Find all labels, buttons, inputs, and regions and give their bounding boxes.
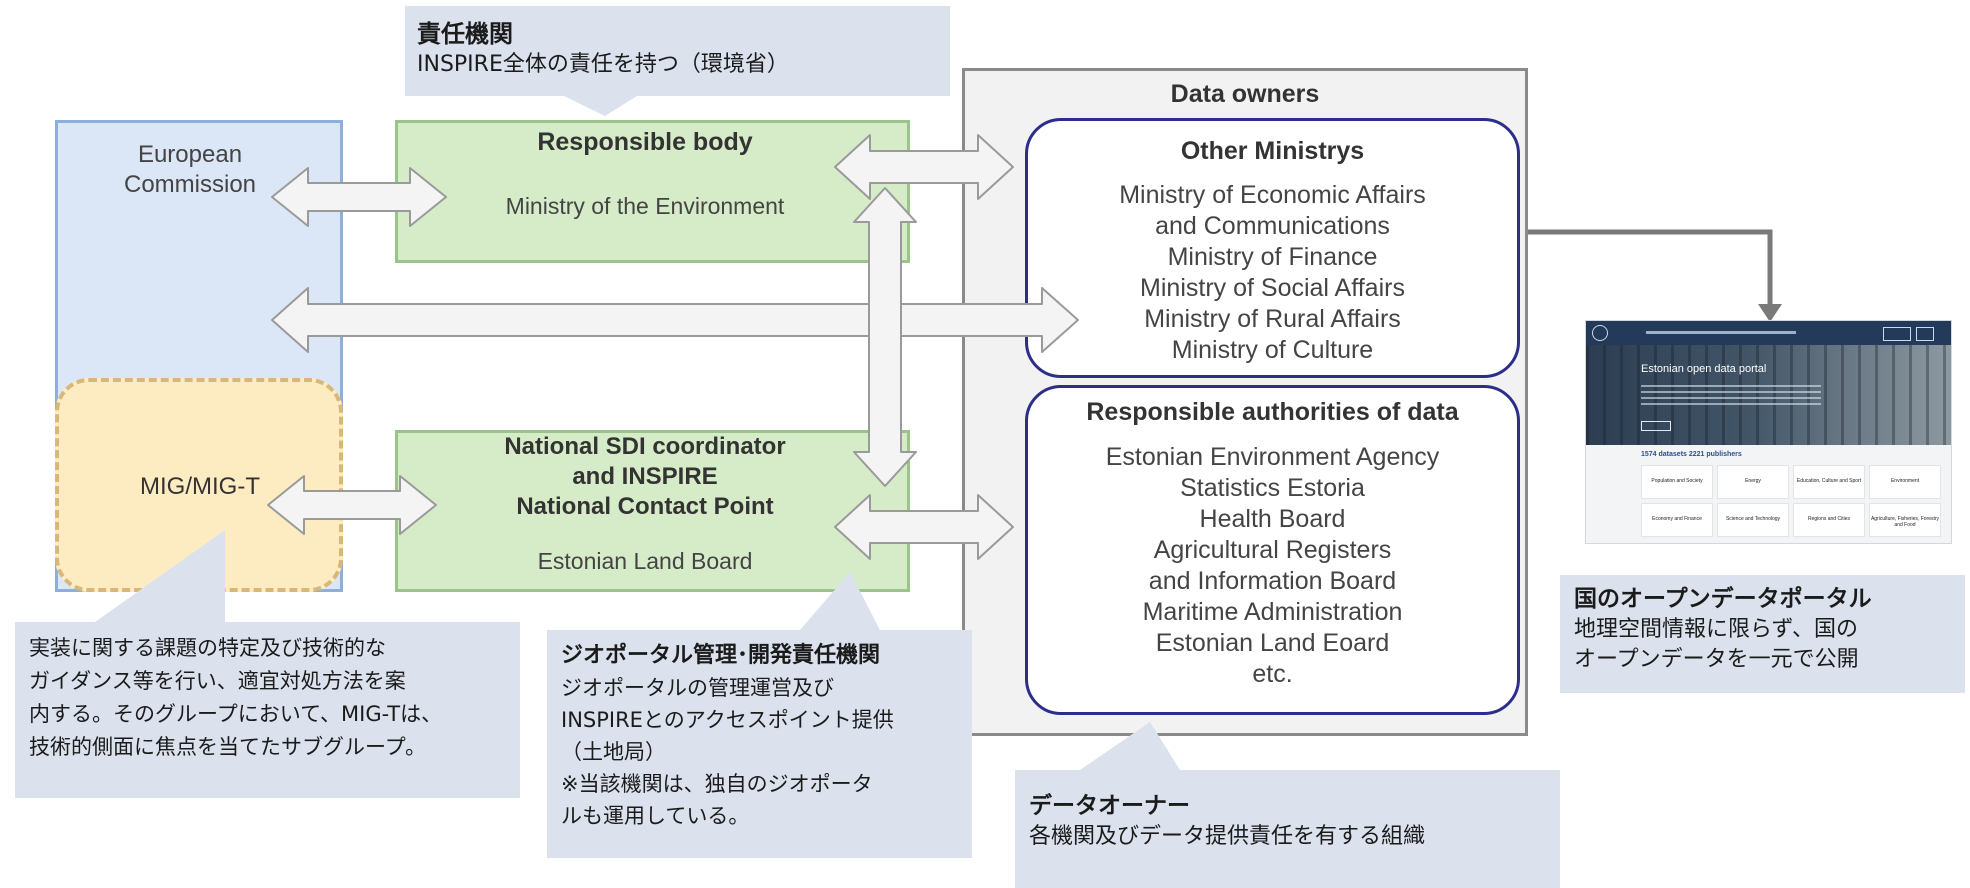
double-arrow-responsible-ministries [834,134,1014,200]
callout-responsible-body: 責任機関 INSPIRE全体の責任を持つ（環境省） [405,6,950,96]
ministry-item: Ministry of Rural Affairs [1144,305,1401,333]
portal-category-card: Science and Technology [1717,503,1789,537]
sdi-coordinator-name: Estonian Land Board [537,548,753,574]
callout-text: 地理空間情報に限らず、国の オープンデータを一元で公開 [1574,617,1859,672]
other-ministries-title: Other Ministrys [1180,137,1365,165]
callout-text: 実装に関する課題の特定及び技術的な ガイダンス等を行い、適宜対処方法を案 内する… [29,636,443,759]
authority-item: Estonian Land Eoard [1155,629,1390,657]
responsible-authorities-box [1025,385,1520,715]
portal-nav-links [1646,331,1796,334]
connector-to-portal [1528,229,1773,306]
callout-mig: 実装に関する課題の特定及び技術的な ガイダンス等を行い、適宜対処方法を案 内する… [15,622,520,798]
portal-hero: Estonian open data portal [1586,345,1951,445]
portal-category-card: Economy and Finance [1641,503,1713,537]
open-data-portal-thumbnail: Estonian open data portal 1574 datasets … [1585,320,1952,544]
other-ministries-box [1025,118,1520,378]
responsible-authorities-title: Responsible authorities of data [1086,398,1459,426]
authority-item: etc. [1252,660,1293,688]
portal-category-card: Environment [1869,465,1941,499]
callout-heading: 国のオープンデータポータル [1574,586,1872,612]
double-arrow-ec-dataowners [271,287,1079,353]
double-arrow-mig-sdi [267,475,437,535]
double-arrow-vertical [853,187,917,487]
portal-navbar [1586,321,1951,345]
callout-portal: 国のオープンデータポータル 地理空間情報に限らず、国の オープンデータを一元で公… [1560,575,1965,693]
portal-hero-description [1641,385,1821,407]
portal-category-card: Education, Culture and Sport [1793,465,1865,499]
authority-item: Estonian Environment Agency [1105,443,1440,471]
responsible-body-title: Responsible body [537,128,753,156]
connector-arrowhead [1758,304,1782,322]
responsible-authorities-list: Estonian Environment Agency Statistics E… [1045,442,1500,690]
authority-item: Statistics Estoria [1180,474,1365,502]
portal-hero-title: Estonian open data portal [1641,363,1767,375]
callout-text: 各機関及びデータ提供責任を有する組織 [1029,824,1426,849]
mig-label: MIG/MIG-T [140,473,260,500]
double-arrow-sdi-authorities [834,494,1014,560]
callout-heading: データオーナー [1029,793,1190,819]
ministry-item: and Communications [1155,212,1390,240]
portal-category-card: Population and Society [1641,465,1713,499]
authority-item: Maritime Administration [1142,598,1403,626]
portal-category-card: Energy [1717,465,1789,499]
sdi-coordinator-box [395,430,910,592]
authority-item: Agricultural Registers [1153,536,1392,564]
authority-item: and Information Board [1148,567,1397,595]
callout-text: ジオポータルの管理運営及び INSPIREとのアクセスポイント提供 （土地局） … [561,676,894,828]
portal-language-button [1916,327,1934,341]
other-ministries-list: Ministry of Economic Affairs and Communi… [1045,180,1500,366]
ministry-item: Ministry of Finance [1167,243,1378,271]
portal-logo-icon [1592,325,1608,341]
european-commission-label: European Commission [123,141,257,198]
callout-heading: 責任機関 [417,20,513,48]
callout-heading: ジオポータル管理･開発責任機関 [561,643,881,668]
callout-data-owner: データオーナー 各機関及びデータ提供責任を有する組織 [1015,770,1560,888]
ministry-item: Ministry of Economic Affairs [1119,181,1426,209]
portal-category-grid: Population and Society Energy Education,… [1641,465,1941,537]
callout-geoportal: ジオポータル管理･開発責任機関 ジオポータルの管理運営及び INSPIREとのア… [547,630,972,858]
ministry-item: Ministry of Culture [1171,336,1374,364]
callout-text: INSPIRE全体の責任を持つ（環境省） [417,52,789,77]
sdi-coordinator-title: National SDI coordinator and INSPIRE Nat… [504,433,786,520]
portal-hero-button [1641,421,1671,431]
authority-item: Health Board [1199,505,1346,533]
portal-stats: 1574 datasets 2221 publishers [1641,451,1742,458]
responsible-body-name: Ministry of the Environment [505,193,785,219]
portal-category-card: Agriculture, Fisheries, Forestry and Foo… [1869,503,1941,537]
double-arrow-ec-responsible [271,167,447,227]
portal-category-card: Regions and Cities [1793,503,1865,537]
ministry-item: Ministry of Social Affairs [1140,274,1405,302]
portal-login-button [1883,327,1911,341]
data-owners-title: Data owners [1170,80,1320,108]
